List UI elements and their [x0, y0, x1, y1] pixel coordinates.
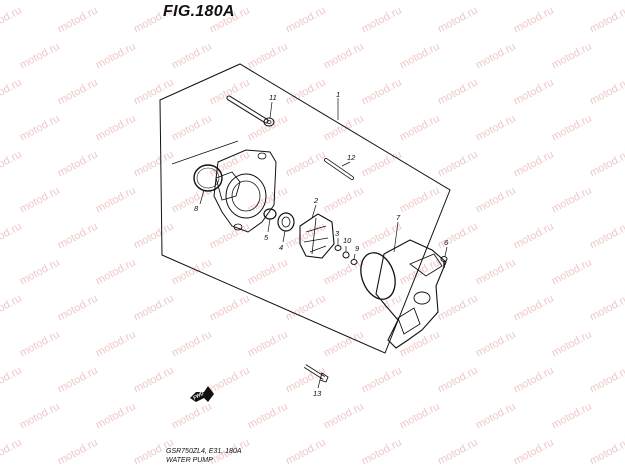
- section-caption: WATER PUMP: [166, 457, 213, 464]
- callout-8: 8: [194, 204, 199, 213]
- washer: [350, 259, 358, 265]
- callout-13: 13: [313, 389, 322, 398]
- callout-10: 10: [343, 236, 352, 245]
- figure-title: FIG.180A: [163, 3, 235, 20]
- callout-1: 1: [336, 90, 341, 99]
- leader-lines: [199, 98, 448, 389]
- impeller: [299, 213, 335, 259]
- callout-11: 11: [269, 93, 277, 102]
- callout-9: 9: [355, 244, 360, 253]
- nut: [342, 251, 350, 259]
- seal: [277, 212, 295, 232]
- pump-housing: [213, 149, 277, 233]
- callout-3: 3: [335, 229, 340, 238]
- bolt-long: [303, 364, 329, 383]
- pump-cover: [360, 239, 447, 349]
- bracket-line: [171, 140, 239, 165]
- assembly-bracket: [159, 63, 451, 354]
- callout-4: 4: [279, 243, 284, 252]
- callout-5: 5: [264, 233, 269, 242]
- bolt-small: [440, 256, 448, 268]
- model-caption: GSR750ZL4, E31, 180A: [166, 448, 242, 455]
- o-ring: [193, 164, 223, 192]
- long-pin: [226, 95, 275, 127]
- callout-12: 12: [347, 153, 356, 162]
- callout-6: 6: [444, 238, 449, 247]
- small-pin: [324, 158, 354, 180]
- washer-small: [334, 245, 342, 251]
- callout-7: 7: [396, 213, 401, 222]
- callout-2: 2: [314, 196, 319, 205]
- forward-arrow-icon: [190, 386, 214, 402]
